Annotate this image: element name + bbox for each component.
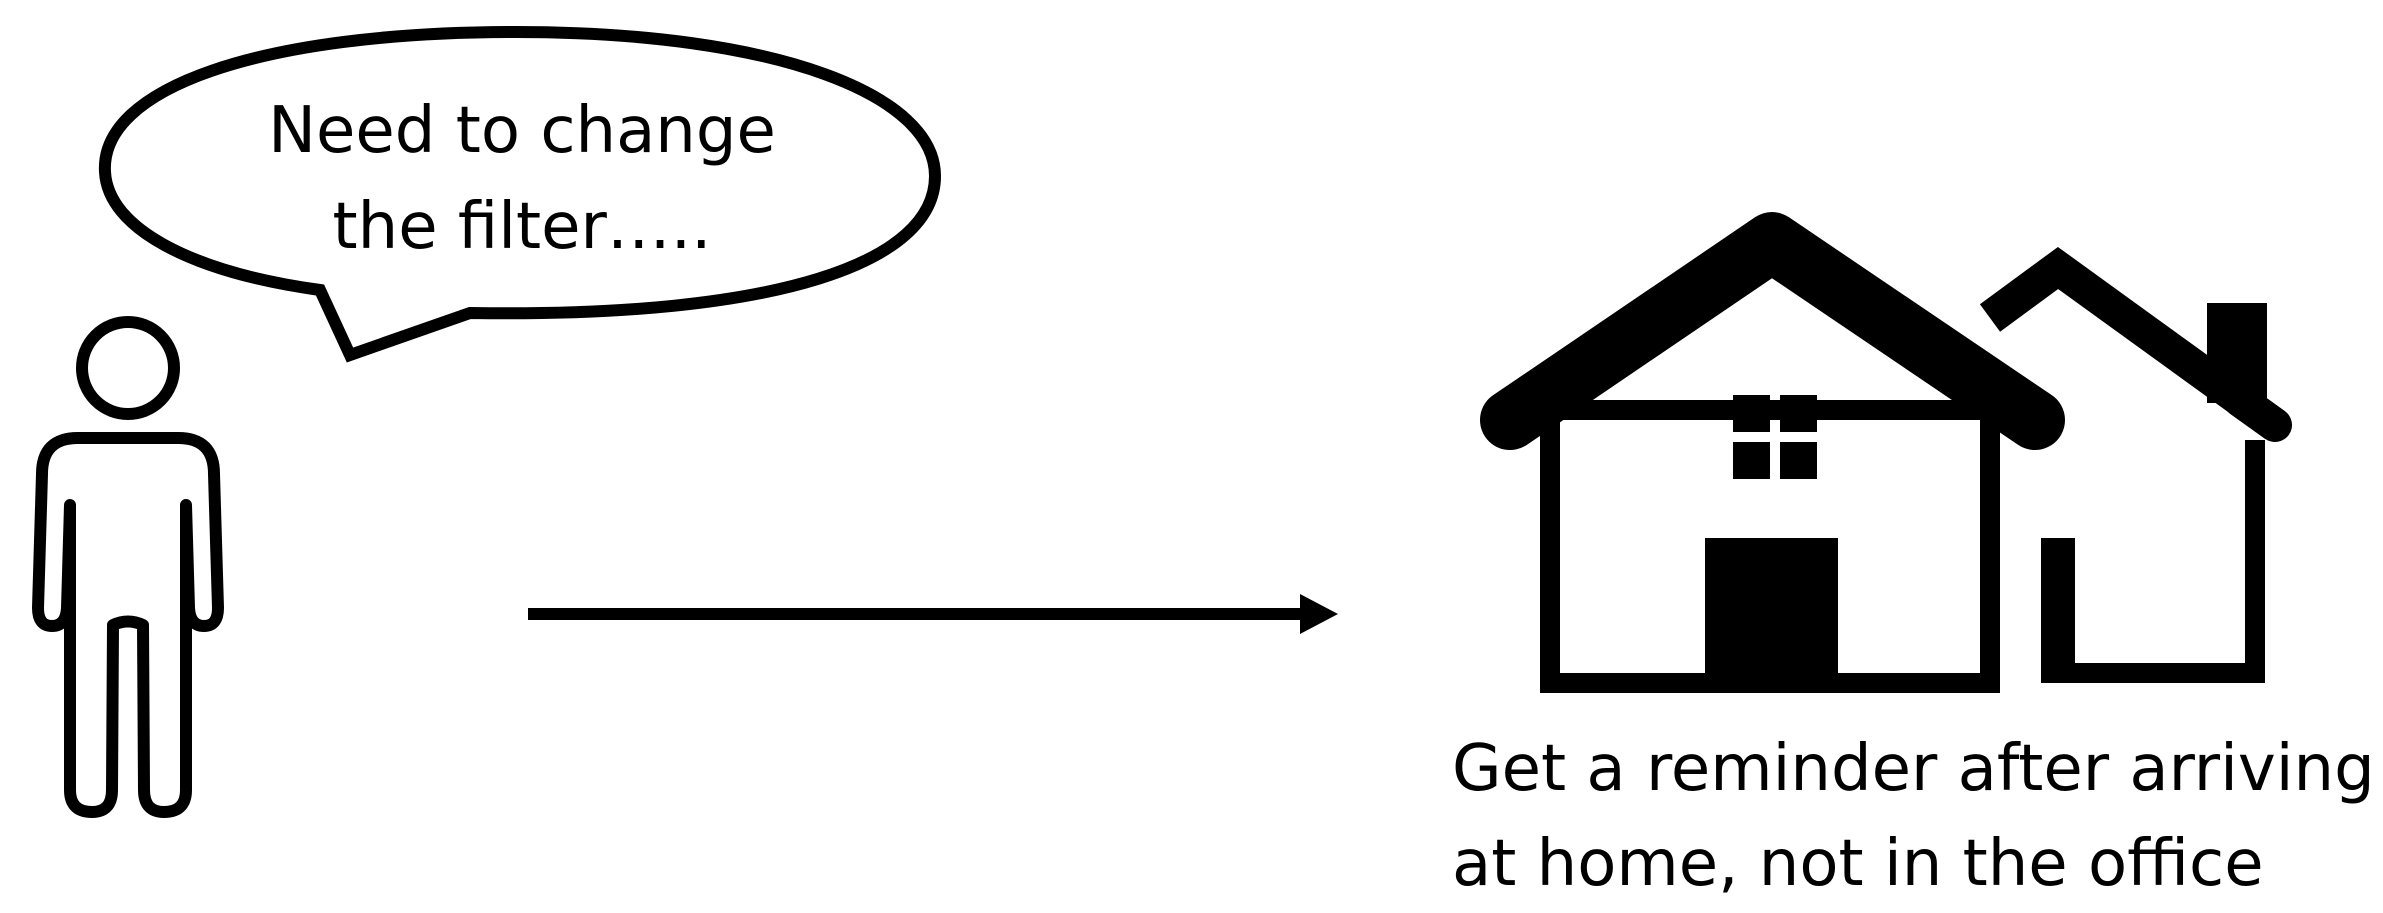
small-house-roof: [1979, 246, 2285, 439]
person-head: [76, 316, 180, 420]
person-body: [32, 432, 224, 818]
speech-bubble: Need to change the filter…..: [98, 25, 942, 363]
caption-line-2: at home, not in the office: [1452, 827, 2264, 901]
speech-bubble-line-1: Need to change: [268, 94, 776, 168]
main-house-roof: [1480, 212, 2065, 450]
window-icon: [1733, 395, 1817, 479]
small-house-floor: [2041, 663, 2265, 683]
speech-bubble-outline: [98, 25, 942, 363]
small-house: [1979, 246, 2292, 683]
small-house-roof-end: [2223, 383, 2292, 442]
caption-line-1: Get a reminder after arriving: [1452, 732, 2375, 806]
houses-icon: [1480, 212, 2292, 693]
main-house-door: [1705, 538, 1838, 678]
caption: Get a reminder after arriving at home, n…: [1452, 732, 2375, 901]
speech-bubble-line-2: the filter…..: [333, 190, 712, 264]
small-house-wall-right: [2245, 440, 2265, 683]
small-house-door-post: [2041, 538, 2075, 683]
person-icon: [32, 316, 224, 818]
arrow-right-icon: [528, 594, 1338, 634]
arrow-head: [1300, 594, 1338, 634]
main-house: [1480, 212, 2065, 693]
